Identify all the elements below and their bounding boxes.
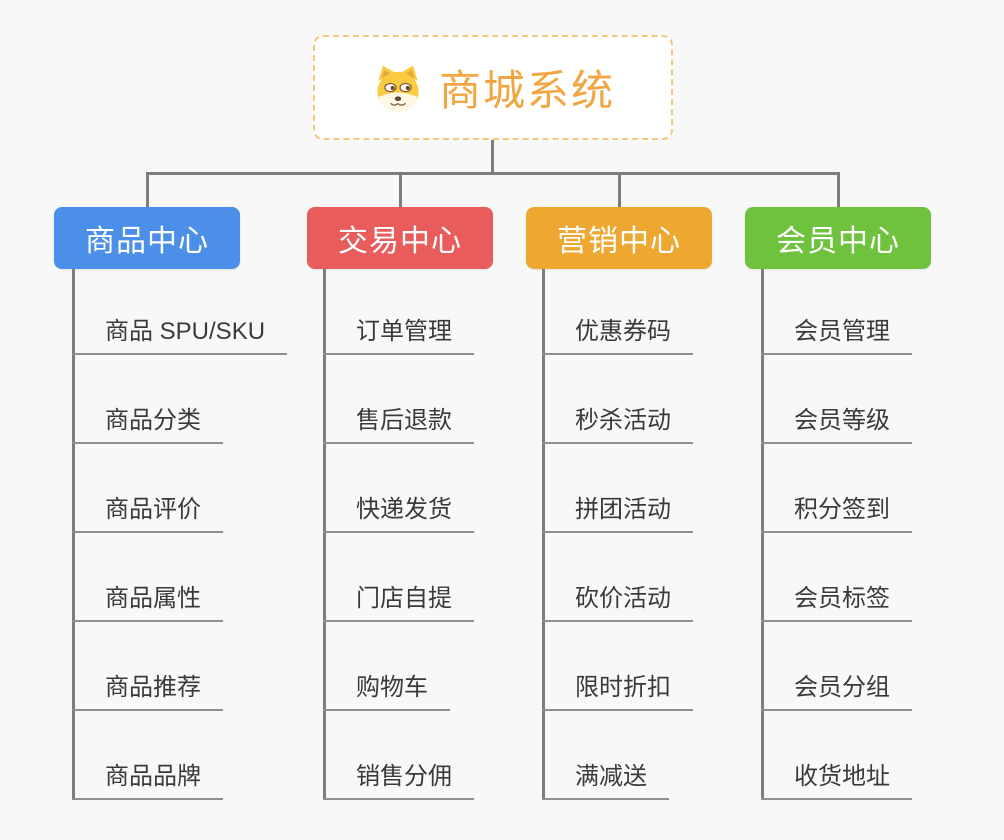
leaf-label: 快递发货 bbox=[356, 496, 452, 523]
leaf-label: 商品品牌 bbox=[105, 763, 201, 790]
root-node[interactable]: 商城系统 bbox=[313, 35, 673, 140]
leaf-label: 积分签到 bbox=[794, 496, 890, 523]
connector-branch-spine bbox=[761, 269, 764, 800]
leaf-item[interactable]: 优惠券码 bbox=[542, 313, 693, 355]
leaf-label: 商品属性 bbox=[105, 585, 201, 612]
leaf-label: 商品推荐 bbox=[105, 674, 201, 701]
branch-box-member-center[interactable]: 会员中心 bbox=[745, 207, 931, 269]
leaf-label: 订单管理 bbox=[356, 318, 452, 345]
leaf-item[interactable]: 商品品牌 bbox=[72, 758, 223, 800]
leaf-label: 销售分佣 bbox=[356, 763, 452, 790]
leaf-item[interactable]: 拼团活动 bbox=[542, 491, 693, 533]
leaf-item[interactable]: 砍价活动 bbox=[542, 580, 693, 622]
leaf-label: 会员管理 bbox=[794, 318, 890, 345]
connector-drop bbox=[399, 172, 402, 208]
branch-box-marketing-center[interactable]: 营销中心 bbox=[526, 207, 712, 269]
branch-label: 交易中心 bbox=[338, 225, 462, 258]
leaf-label: 会员分组 bbox=[794, 674, 890, 701]
leaf-item[interactable]: 销售分佣 bbox=[323, 758, 474, 800]
leaf-item[interactable]: 会员等级 bbox=[761, 402, 912, 444]
leaf-label: 售后退款 bbox=[356, 407, 452, 434]
leaf-label: 商品分类 bbox=[105, 407, 201, 434]
leaf-item[interactable]: 门店自提 bbox=[323, 580, 474, 622]
leaf-item[interactable]: 会员标签 bbox=[761, 580, 912, 622]
leaf-label: 门店自提 bbox=[356, 585, 452, 612]
leaf-item[interactable]: 限时折扣 bbox=[542, 669, 693, 711]
leaf-item[interactable]: 积分签到 bbox=[761, 491, 912, 533]
leaf-item[interactable]: 会员分组 bbox=[761, 669, 912, 711]
leaf-label: 购物车 bbox=[356, 674, 428, 701]
connector-branch-spine bbox=[323, 269, 326, 800]
connector-drop bbox=[618, 172, 621, 208]
branch-label: 会员中心 bbox=[776, 225, 900, 258]
leaf-item[interactable]: 会员管理 bbox=[761, 313, 912, 355]
leaf-item[interactable]: 售后退款 bbox=[323, 402, 474, 444]
leaf-item[interactable]: 秒杀活动 bbox=[542, 402, 693, 444]
leaf-item[interactable]: 满减送 bbox=[542, 758, 669, 800]
leaf-item[interactable]: 商品属性 bbox=[72, 580, 223, 622]
leaf-label: 会员标签 bbox=[794, 585, 890, 612]
leaf-label: 收货地址 bbox=[794, 763, 890, 790]
leaf-item[interactable]: 商品 SPU/SKU bbox=[72, 313, 288, 355]
leaf-label: 限时折扣 bbox=[575, 674, 671, 701]
branch-box-product-center[interactable]: 商品中心 bbox=[54, 207, 240, 269]
leaf-item[interactable]: 商品推荐 bbox=[72, 669, 223, 711]
leaf-label: 砍价活动 bbox=[575, 585, 671, 612]
leaf-item[interactable]: 订单管理 bbox=[323, 313, 474, 355]
leaf-item[interactable]: 快递发货 bbox=[323, 491, 474, 533]
branch-label: 营销中心 bbox=[557, 225, 681, 258]
leaf-label: 商品 SPU/SKU bbox=[105, 318, 266, 345]
leaf-item[interactable]: 购物车 bbox=[323, 669, 450, 711]
connector-drop bbox=[837, 172, 840, 208]
leaf-item[interactable]: 商品评价 bbox=[72, 491, 223, 533]
connector-horizontal-rail bbox=[146, 172, 840, 175]
branch-label: 商品中心 bbox=[85, 225, 209, 258]
leaf-label: 会员等级 bbox=[794, 407, 890, 434]
root-title: 商城系统 bbox=[438, 67, 615, 114]
leaf-label: 满减送 bbox=[575, 763, 647, 790]
leaf-label: 秒杀活动 bbox=[575, 407, 671, 434]
leaf-label: 商品评价 bbox=[105, 496, 201, 523]
connector-branch-spine bbox=[72, 269, 75, 800]
leaf-item[interactable]: 商品分类 bbox=[72, 402, 223, 444]
connector-branch-spine bbox=[542, 269, 545, 800]
connector-root-stub bbox=[491, 140, 494, 173]
leaf-item[interactable]: 收货地址 bbox=[761, 758, 912, 800]
dog-icon bbox=[377, 65, 419, 111]
branch-box-trade-center[interactable]: 交易中心 bbox=[307, 207, 493, 269]
leaf-label: 优惠券码 bbox=[575, 318, 671, 345]
leaf-label: 拼团活动 bbox=[575, 496, 671, 523]
connector-drop bbox=[146, 172, 149, 208]
